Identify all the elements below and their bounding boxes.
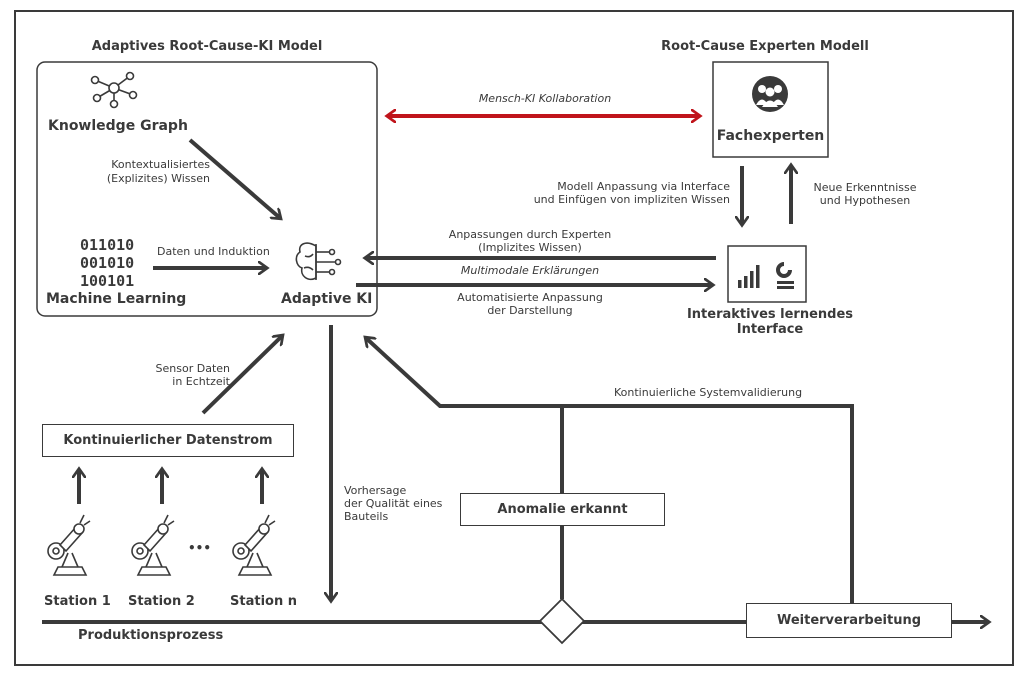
- kontext-label-1: Kontextualisiertes: [111, 158, 210, 171]
- anomalie-box: Anomalie erkannt: [460, 493, 665, 526]
- station-ellipsis: •••: [188, 541, 212, 555]
- brain-circuit-icon: [295, 242, 342, 281]
- vorhersage-label-1: Vorhersage: [344, 484, 407, 497]
- modell-anpassung-1: Modell Anpassung via Interface: [557, 180, 730, 193]
- arrow-knowledge-to-ki: [188, 138, 280, 218]
- validation-loop: [366, 338, 854, 626]
- interface-box: [727, 245, 807, 303]
- diagram-frame: [14, 10, 1014, 666]
- binary-row-3: 100101: [80, 272, 135, 290]
- interface-label-2: Interface: [736, 322, 804, 337]
- fachexperten-label: Fachexperten: [716, 128, 825, 144]
- binary-row-1: 011010: [80, 236, 135, 254]
- machine-learning-label: Machine Learning: [46, 291, 187, 307]
- auto-anpassung-1: Automatisierte Anpassung: [457, 291, 603, 304]
- anpassungen-1: Anpassungen durch Experten: [448, 228, 612, 241]
- kontext-label-2: (Explizites) Wissen: [106, 172, 210, 185]
- decision-diamond: [538, 597, 586, 645]
- knowledge-graph-icon: [90, 71, 138, 109]
- vorhersage-label-3: Bauteils: [344, 510, 389, 523]
- validierung-label: Kontinuierliche Systemvalidierung: [614, 386, 803, 399]
- station-1-label: Station 1: [44, 594, 111, 609]
- arrow-sensor-to-ki: [201, 336, 282, 415]
- vorhersage-label-2: der Qualität eines: [344, 497, 443, 510]
- station-n-label: Station n: [230, 594, 297, 609]
- anpassungen-2: (Implizites Wissen): [478, 241, 582, 254]
- robot-arm-icon: [131, 514, 175, 576]
- expert-model-title: Root-Cause Experten Modell: [661, 39, 869, 54]
- station-2-label: Station 2: [128, 594, 195, 609]
- modell-anpassung-2: und Einfügen von impliziten Wissen: [533, 193, 730, 206]
- mensch-ki-label: Mensch-KI Kollaboration: [478, 92, 612, 105]
- robot-arm-icon: [47, 514, 91, 576]
- sensor-label-2: in Echtzeit: [172, 375, 230, 388]
- daten-induktion-label: Daten und Induktion: [157, 245, 270, 258]
- datenstrom-box: Kontinuierlicher Datenstrom: [42, 424, 294, 457]
- ai-model-title: Adaptives Root-Cause-KI Model: [91, 39, 323, 54]
- robot-arm-icon: [232, 514, 276, 576]
- neue-erkenntnisse-1: Neue Erkenntnisse: [813, 181, 917, 194]
- people-group-icon: [752, 76, 788, 112]
- adaptive-ki-label: Adaptive KI: [281, 291, 373, 307]
- sensor-label-1: Sensor Daten: [155, 362, 230, 375]
- knowledge-graph-label: Knowledge Graph: [48, 118, 188, 134]
- multimodal-label: Multimodale Erklärungen: [460, 264, 600, 277]
- neue-erkenntnisse-2: und Hypothesen: [819, 194, 911, 207]
- interface-label-1: Interaktives lernendes: [686, 307, 854, 322]
- auto-anpassung-2: der Darstellung: [487, 304, 573, 317]
- weiterverarbeitung-box: Weiterverarbeitung: [746, 603, 952, 638]
- dashboard-chart-icon: [738, 262, 794, 289]
- ai-model-container: [36, 61, 378, 317]
- binary-row-2: 001010: [80, 254, 135, 272]
- produktionsprozess-label: Produktionsprozess: [78, 628, 224, 643]
